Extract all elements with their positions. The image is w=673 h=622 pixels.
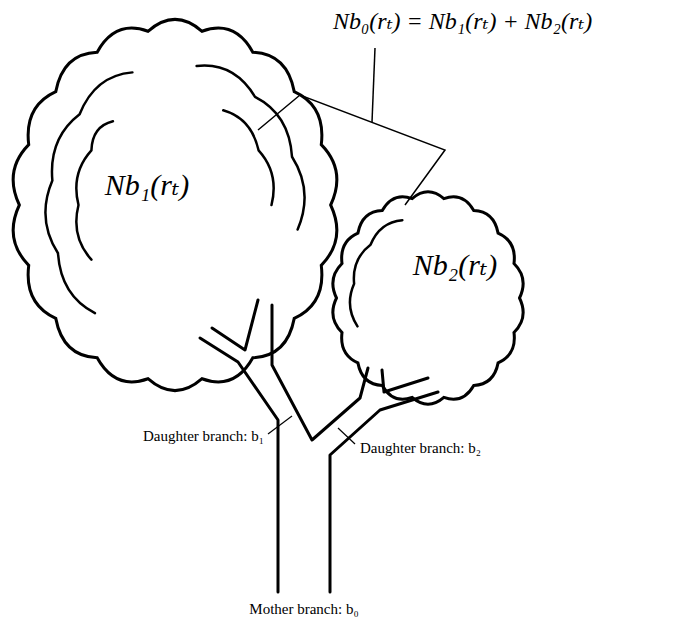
leader-line — [338, 428, 355, 444]
branch-label: Daughter branch: b₂ — [360, 440, 481, 457]
crown-label: Nb₂(rₜ) — [413, 248, 498, 283]
tree-crown: Nb₂(rₜ) — [328, 188, 528, 408]
foliage-stroke — [350, 220, 402, 326]
crown-label: Nb₁(rₜ) — [105, 168, 190, 203]
equation-label: Nb₀(rₜ) = Nb₁(rₜ) + Nb₂(rₜ) — [333, 8, 592, 36]
foliage-stroke — [197, 66, 305, 230]
tree-crown: Nb₁(rₜ) — [7, 15, 343, 395]
trunk-right-edge — [330, 392, 438, 592]
crown-outline — [333, 192, 523, 404]
foliage-stroke — [223, 110, 273, 205]
crown-outline — [13, 19, 337, 390]
crown-outline — [328, 188, 528, 408]
branch-label: Mother branch: b₀ — [249, 601, 358, 618]
bracket-stem — [372, 48, 375, 122]
branch-label: Daughter branch: b₁ — [143, 428, 264, 445]
twig-edge — [212, 300, 258, 350]
leader-line — [268, 416, 292, 434]
crown-outline — [7, 15, 343, 395]
twig-edge — [382, 370, 428, 392]
bracket — [258, 95, 445, 205]
